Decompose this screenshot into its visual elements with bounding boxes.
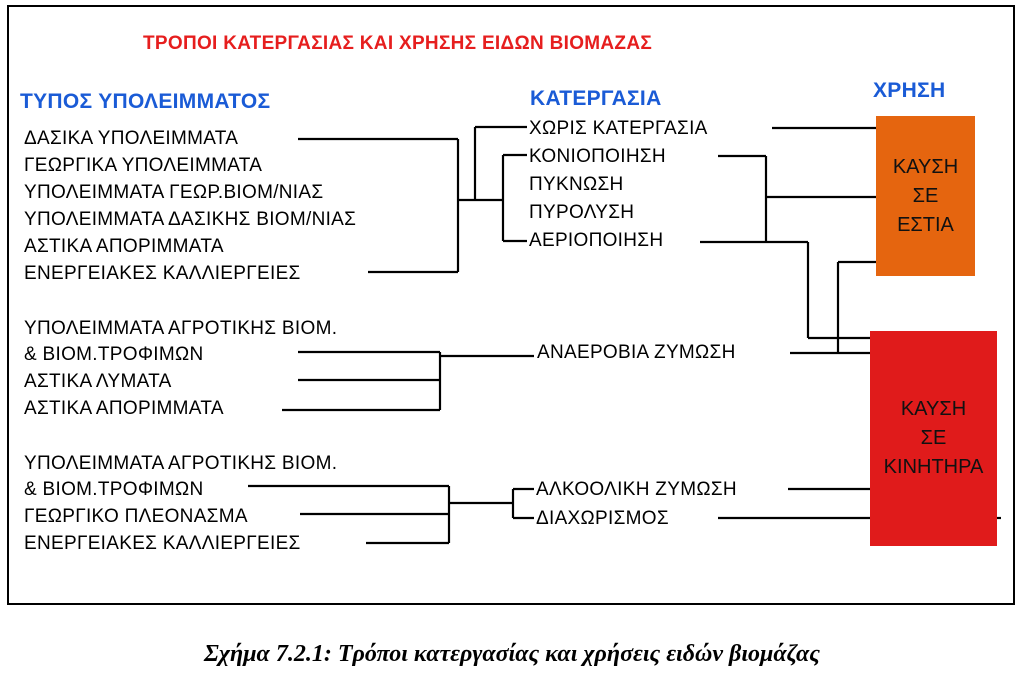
residue-item: ΔΑΣΙΚΑ ΥΠΟΛΕΙΜΜΑΤΑ bbox=[24, 128, 239, 149]
residue-item: ΓΕΩΡΓΙΚΑ ΥΠΟΛΕΙΜΜΑΤΑ bbox=[24, 155, 263, 176]
use-header: ΧΡΗΣΗ bbox=[873, 79, 946, 102]
diagram-title: ΤΡΟΠΟΙ ΚΑΤΕΡΓΑΣΙΑΣ ΚΑΙ ΧΡΗΣΗΣ ΕΙΔΩΝ ΒΙΟΜ… bbox=[143, 33, 653, 54]
residue-item: ΥΠΟΛΕΙΜΜΑΤΑ ΑΓΡΟΤΙΚΗΣ ΒΙΟΜ. bbox=[24, 318, 338, 339]
processing-item: ΚΟΝΙΟΠΟΙΗΣΗ bbox=[529, 146, 666, 167]
engine-combustion-label: ΚΑΥΣΗ ΣΕ ΚΙΝΗΤΗΡΑ bbox=[883, 398, 984, 478]
residue-item: ΥΠΟΛΕΙΜΜΑΤΑ ΓΕΩΡ.ΒΙΟΜ/ΝΙΑΣ bbox=[24, 182, 324, 203]
residue-item: ΥΠΟΛΕΙΜΜΑΤΑ ΔΑΣΙΚΗΣ ΒΙΟΜ/ΝΙΑΣ bbox=[24, 209, 357, 230]
processing-header: ΚΑΤΕΡΓΑΣΙΑ bbox=[530, 87, 662, 110]
processing-item: ΧΩΡΙΣ ΚΑΤΕΡΓΑΣΙΑ bbox=[529, 118, 708, 139]
residue-item: & ΒΙΟΜ.ΤΡΟΦΙΜΩΝ bbox=[24, 479, 204, 500]
hearth-combustion-label: ΚΑΥΣΗ ΣΕ ΕΣΤΙΑ bbox=[892, 155, 959, 236]
diagram-frame bbox=[7, 5, 1015, 605]
residue-item: & ΒΙΟΜ.ΤΡΟΦΙΜΩΝ bbox=[24, 344, 204, 365]
processing-item: ΑΝΑΕΡΟΒΙΑ ΖΥΜΩΣΗ bbox=[537, 342, 736, 363]
residue-item: ΕΝΕΡΓΕΙΑΚΕΣ ΚΑΛΛΙΕΡΓΕΙΕΣ bbox=[24, 533, 301, 554]
processing-item: ΠΥΡΟΛΥΣΗ bbox=[529, 202, 635, 223]
residue-item: ΓΕΩΡΓΙΚΟ ΠΛΕΟΝΑΣΜΑ bbox=[24, 506, 248, 527]
engine-combustion-box: ΚΑΥΣΗ ΣΕ ΚΙΝΗΤΗΡΑ bbox=[870, 331, 997, 546]
residue-type-header: ΤΥΠΟΣ ΥΠΟΛΕΙΜΜΑΤΟΣ bbox=[20, 90, 271, 113]
processing-item: ΑΛΚΟΟΛΙΚΗ ΖΥΜΩΣΗ bbox=[536, 479, 737, 500]
processing-item: ΑΕΡΙΟΠΟΙΗΣΗ bbox=[529, 230, 664, 251]
processing-item: ΠΥΚΝΩΣΗ bbox=[529, 174, 624, 195]
residue-item: ΥΠΟΛΕΙΜΜΑΤΑ ΑΓΡΟΤΙΚΗΣ ΒΙΟΜ. bbox=[24, 453, 338, 474]
residue-item: ΑΣΤΙΚΑ ΛΥΜΑΤΑ bbox=[24, 371, 172, 392]
hearth-combustion-box: ΚΑΥΣΗ ΣΕ ΕΣΤΙΑ bbox=[876, 116, 975, 276]
processing-item: ΔΙΑΧΩΡΙΣΜΟΣ bbox=[536, 508, 669, 529]
residue-item: ΑΣΤΙΚΑ ΑΠΟΡΙΜΜΑΤΑ bbox=[24, 398, 224, 419]
residue-item: ΑΣΤΙΚΑ ΑΠΟΡΙΜΜΑΤΑ bbox=[24, 236, 224, 257]
figure-caption: Σχήμα 7.2.1: Τρόποι κατεργασίας και χρήσ… bbox=[204, 641, 820, 667]
residue-item: ΕΝΕΡΓΕΙΑΚΕΣ ΚΑΛΛΙΕΡΓΕΙΕΣ bbox=[24, 263, 301, 284]
